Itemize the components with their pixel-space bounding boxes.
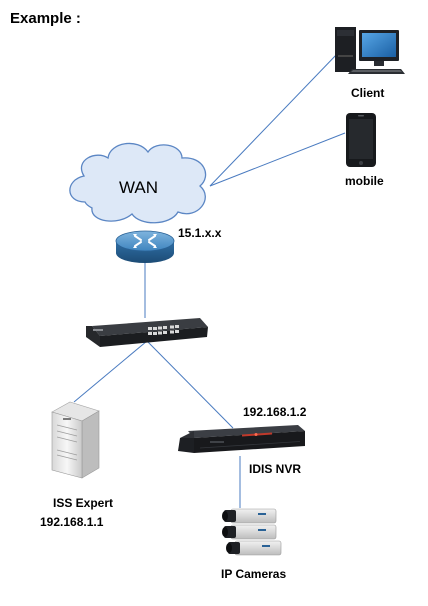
link-switch-iss: [73, 340, 148, 403]
link-switch-nvr: [146, 340, 234, 429]
network-switch-icon: [86, 318, 208, 347]
client-label: Client: [351, 86, 384, 100]
link-wan-mobile: [209, 132, 346, 187]
desktop-computer-icon: [335, 27, 405, 74]
router-ip-label: 15.1.x.x: [178, 226, 222, 240]
iss-expert-label: ISS Expert: [53, 496, 113, 510]
smartphone-icon: [346, 113, 376, 167]
iss-expert-ip-label: 192.168.1.1: [40, 515, 104, 529]
server-tower-icon: [51, 401, 100, 479]
wan-label: WAN: [119, 178, 158, 197]
ip-cameras-label: IP Cameras: [221, 567, 286, 581]
cloud-icon: [69, 142, 207, 224]
mobile-label: mobile: [345, 174, 384, 188]
link-wan-client: [209, 52, 339, 187]
connection-lines: [73, 52, 346, 508]
ip-camera-stack-icon: [222, 508, 282, 556]
diagram-title: Example :: [10, 10, 81, 27]
nvr-label: IDIS NVR: [249, 462, 301, 476]
nvr-recorder-icon: [178, 425, 305, 453]
router-icon: [115, 230, 175, 263]
nvr-ip-label: 192.168.1.2: [243, 405, 307, 419]
